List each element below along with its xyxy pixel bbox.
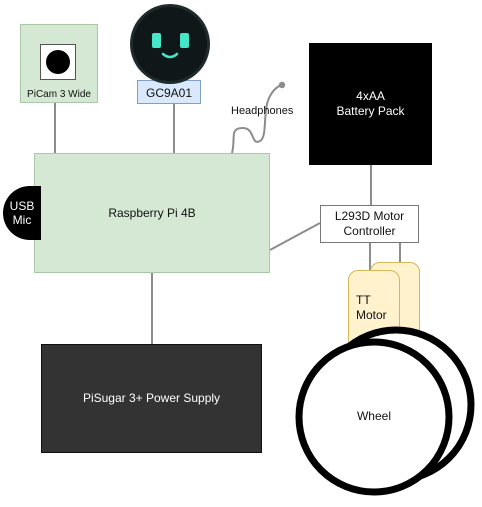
usb-mic-box: USB Mic xyxy=(3,186,41,240)
link-pi-controller xyxy=(269,222,321,251)
picam-label: PiCam 3 Wide xyxy=(27,89,91,100)
headphones-cable xyxy=(231,84,283,154)
tt-motor-line2: Motor xyxy=(356,308,387,322)
display-label: GC9A01 xyxy=(145,86,193,100)
round-display-face-icon xyxy=(130,4,210,84)
wheel-label: Wheel xyxy=(356,409,391,423)
power-supply-box: PiSugar 3+ Power Supply xyxy=(41,344,262,453)
raspberry-pi-box: Raspberry Pi 4B xyxy=(34,153,270,273)
battery-line2: Battery Pack xyxy=(336,104,405,118)
battery-line1: 4xAA xyxy=(356,89,385,103)
battery-pack-box: 4xAA Battery Pack xyxy=(309,43,432,165)
tt-motor-line1: TT xyxy=(356,293,371,307)
power-supply-label: PiSugar 3+ Power Supply xyxy=(82,391,221,405)
camera-module-icon xyxy=(40,44,76,80)
picam-box: PiCam 3 Wide xyxy=(20,24,98,103)
camera-lens-icon xyxy=(46,50,70,74)
motor-controller-box: L293D Motor Controller xyxy=(320,205,419,243)
headphones-label: Headphones xyxy=(231,105,294,117)
raspberry-pi-label: Raspberry Pi 4B xyxy=(108,205,196,220)
usb-mic-line1: USB xyxy=(9,199,35,213)
headphone-jack-icon xyxy=(278,81,286,89)
usb-mic-line2: Mic xyxy=(12,213,32,227)
wheel-front-icon xyxy=(295,338,453,496)
motor-controller-line2: Controller xyxy=(343,224,396,238)
motor-controller-line1: L293D Motor xyxy=(334,209,405,223)
